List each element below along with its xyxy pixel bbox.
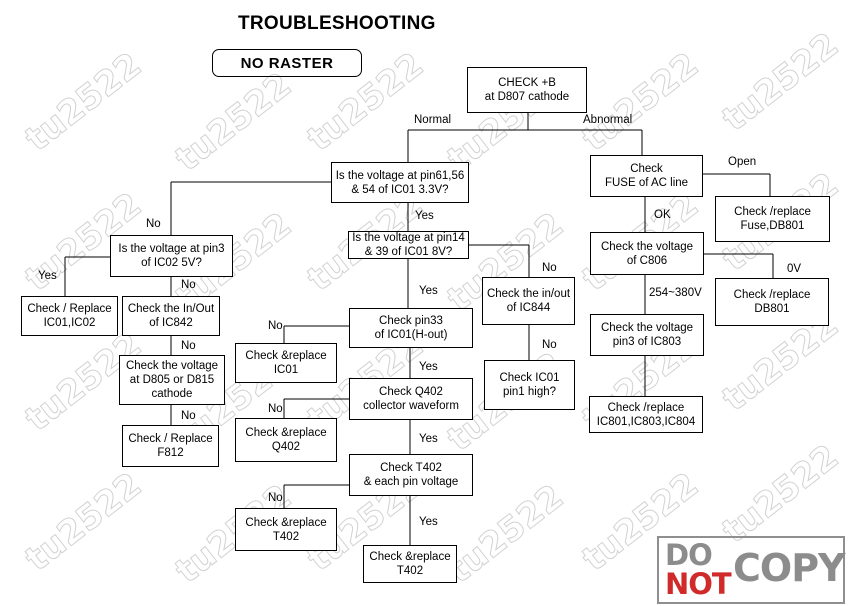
label-range-v: 254~380V [649,287,702,299]
label-no: No [146,218,161,230]
replace-f812-box: Check / Replace F812 [122,425,219,467]
logo-not: NOT [665,567,732,601]
pin14-question-box: Is the voltage at pin14 & 39 of IC01 8V? [348,231,469,259]
label-yes: Yes [38,270,57,282]
do-not-copy-logo: DO NOT COPY [657,534,847,604]
label-yes: Yes [415,210,434,222]
page-title: TROUBLESHOOTING [238,13,436,34]
q402-waveform-box: Check Q402 collector waveform [349,378,473,420]
label-yes: Yes [419,516,438,528]
replace-ic01-box: Check &replace IC01 [235,343,337,383]
logo-frame [657,536,845,604]
pin61-question-box: Is the voltage at pin61,56 & 54 of IC01 … [331,162,469,203]
inout-ic844-box: Check the in/out of IC844 [482,277,575,325]
logo-copy: COPY [733,546,846,590]
replace-fuse-box: Check /replace Fuse,DB801 [715,196,830,242]
fuse-check-box: Check FUSE of AC line [590,155,703,197]
label-yes: Yes [419,433,438,445]
check-b-box: CHECK +B at D807 cathode [467,67,587,113]
pin3-ic02-question-box: Is the voltage at pin3 of IC02 5V? [110,235,233,277]
inout-ic842-box: Check the In/Out of IC842 [122,296,220,336]
page-subtitle: NO RASTER [212,49,362,77]
c806-voltage-box: Check the voltage of C806 [590,232,704,275]
label-no: No [542,339,557,351]
replace-q402-box: Check &replace Q402 [235,418,337,462]
pin33-box: Check pin33 of IC01(H-out) [349,308,473,348]
label-open: Open [728,156,757,168]
replace-ic801-box: Check /replace IC801,IC803,IC804 [589,396,703,433]
label-normal: Normal [414,114,452,126]
replace-t402-left-box: Check &replace T402 [235,508,337,551]
label-yes: Yes [419,285,438,297]
logo-do: DO [665,538,713,572]
replace-t402-bottom-box: Check &replace T402 [363,545,457,583]
ic01-pin1-box: Check IC01 pin1 high? [484,360,575,410]
label-ok: OK [654,209,671,221]
label-no: No [181,340,196,352]
t402-voltage-box: Check T402 & each pin voltage [349,454,473,496]
label-no: No [542,262,557,274]
voltage-d805-box: Check the voltage at D805 or D815 cathod… [119,355,225,405]
label-no: No [268,492,283,504]
label-0v: 0V [787,263,802,275]
label-yes: Yes [419,361,438,373]
label-no: No [268,403,283,415]
label-no: No [268,320,283,332]
label-abnormal: Abnormal [583,114,633,126]
pin3-ic803-box: Check the voltage pin3 of IC803 [590,314,704,356]
replace-db801-box: Check /replace DB801 [715,278,829,326]
label-no: No [181,279,196,291]
label-no: No [181,410,196,422]
replace-ic01-ic02-box: Check / Replace IC01,IC02 [21,296,118,336]
